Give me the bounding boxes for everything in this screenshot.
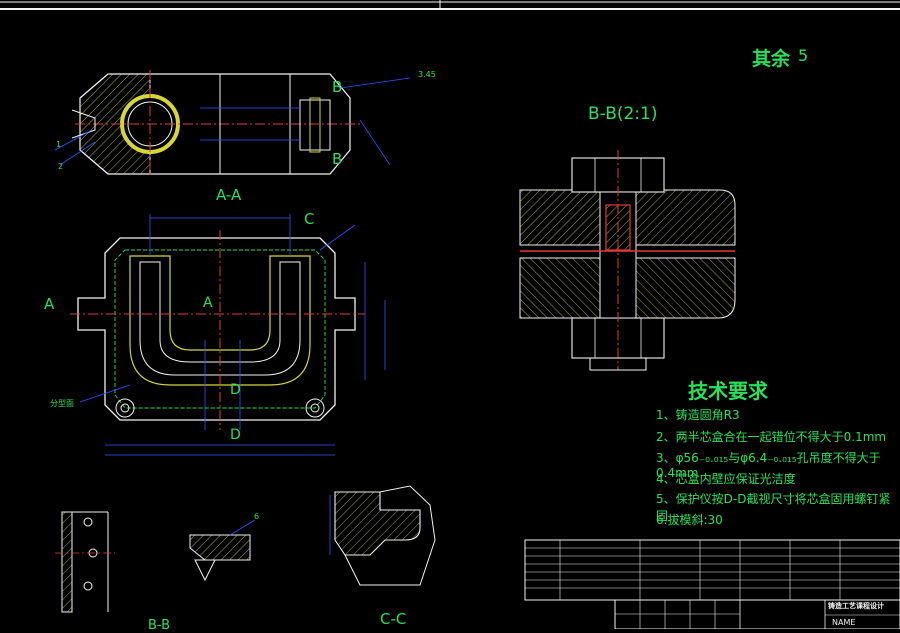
roughness-value: 5 [798,46,809,65]
section-b-top: B [332,78,343,96]
requirements-heading: 技术要求 [688,379,768,403]
view-bb-label: B-B(2:1) [588,104,658,124]
title-block [524,539,900,629]
requirement-item: 3、φ56₋₀.₀₁₅与φ6.4₋₀.₀₁₅孔吊度不得大于0.4mm [656,451,881,480]
view-detail-left [55,511,115,613]
leader-2: 2 [58,162,64,171]
section-a-left: A [44,295,55,313]
leader-1: 1 [56,140,62,149]
note-parting: 分型面 [50,399,74,408]
dim-d-right: D [230,382,241,398]
section-a-mid: A [203,295,213,311]
leader-6: 6 [254,512,260,521]
view-bb-bottom-label: B-B [148,618,171,633]
view-cc-label: C-C [380,610,407,628]
section-c: C [304,210,315,228]
view-plan [70,214,386,456]
requirement-item: 4、芯盒内壁应保证光洁度 [656,472,796,486]
dim-345: 3.45 [418,70,436,79]
view-bb [519,150,736,371]
requirement-item: 5、保护仪按D-D截视尺寸将芯盒固用螺钉紧固 [656,492,891,523]
design-title: 铸造工艺课程设计 [828,602,884,610]
view-detail-mid [189,519,256,582]
view-aa [54,70,411,178]
requirement-item: 6.拔模斜:30 [656,513,723,527]
section-b-bottom: B [332,150,343,168]
requirement-item: 2、两半芯盒合在一起错位不得大于0.1mm [656,430,887,444]
sheet-border [0,0,900,10]
view-cc [329,485,436,586]
roughness-label: 其余 [752,48,791,70]
view-aa-label: A-A [216,186,242,204]
dim-d-bottom: D [230,427,241,443]
name-label: NAME [832,618,856,627]
requirement-item: 1、铸造圆角R3 [656,408,740,422]
